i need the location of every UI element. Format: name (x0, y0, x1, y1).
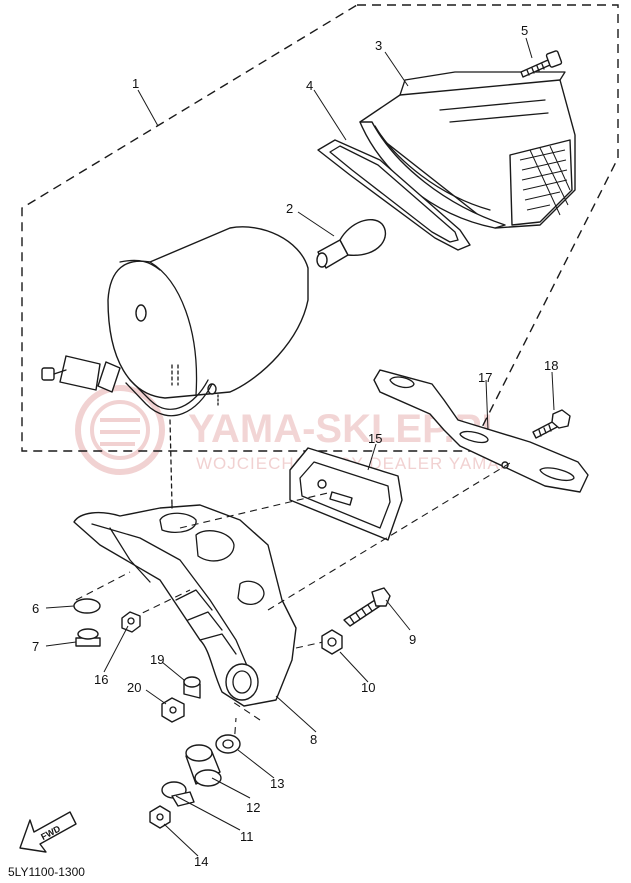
callout-10: 10 (361, 680, 375, 695)
callout-12: 12 (246, 800, 260, 815)
part-7-grommet (75, 628, 101, 647)
callout-13: 13 (270, 776, 284, 791)
part-19-spacer (183, 676, 201, 699)
part-15-license-lamp (289, 447, 403, 541)
callout-6: 6 (32, 601, 39, 616)
part-16-nut (121, 611, 141, 633)
part-20-nut (161, 697, 185, 723)
part-4-gasket (317, 139, 471, 251)
callout-16: 16 (94, 672, 108, 687)
diagram-code: 5LY1100-1300 (8, 865, 85, 879)
callout-2: 2 (286, 201, 293, 216)
part-9-bolt (343, 587, 391, 627)
callout-17: 17 (478, 370, 492, 385)
callout-8: 8 (310, 732, 317, 747)
part-10-nut (321, 629, 343, 655)
callout-19: 19 (150, 652, 164, 667)
callout-15: 15 (368, 431, 382, 446)
callout-14: 14 (194, 854, 208, 869)
part-2-bulb (316, 219, 387, 269)
part-12-damper (185, 744, 222, 787)
part-8-tail-bracket (73, 504, 297, 707)
leader-dash-lines (75, 462, 511, 747)
part-6-washer (73, 598, 101, 614)
callout-18: 18 (544, 358, 558, 373)
callout-3: 3 (375, 38, 382, 53)
callout-leaders (45, 37, 555, 857)
part-1-housing (41, 226, 309, 506)
fwd-arrow-icon: FWD (19, 811, 77, 853)
part-14-bolt (149, 805, 171, 829)
part-13-washer (215, 734, 241, 754)
part-5-screw (520, 50, 563, 78)
callout-1: 1 (132, 76, 139, 91)
part-3-tail-lens (359, 71, 576, 229)
callout-5: 5 (521, 23, 528, 38)
part-11-collar (161, 781, 195, 807)
part-17-bracket (373, 369, 589, 493)
callout-4: 4 (306, 78, 313, 93)
callout-numbers: 1 2 3 4 5 6 7 8 9 10 11 12 13 14 15 16 1… (32, 23, 558, 869)
callout-20: 20 (127, 680, 141, 695)
callout-9: 9 (409, 632, 416, 647)
callout-11: 11 (240, 829, 254, 844)
part-18-bolt (532, 409, 571, 439)
callout-7: 7 (32, 639, 39, 654)
